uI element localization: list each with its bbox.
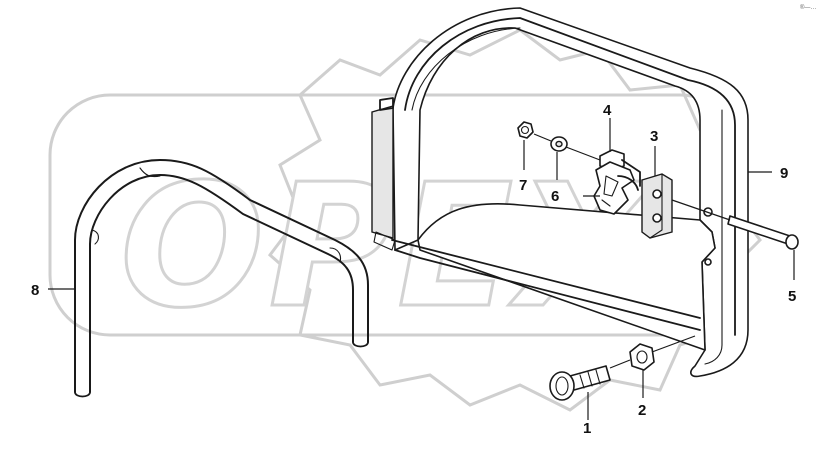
callout-8: 8 bbox=[31, 282, 39, 299]
callout-7: 7 bbox=[519, 177, 527, 194]
callout-2: 2 bbox=[638, 402, 646, 419]
callout-6: 6 bbox=[551, 188, 559, 205]
callout-5: 5 bbox=[788, 288, 796, 305]
callout-4: 4 bbox=[603, 102, 612, 119]
part-3-plate bbox=[641, 173, 673, 239]
assembly-axis-1-2 bbox=[609, 359, 631, 369]
callout-3: 3 bbox=[650, 128, 658, 145]
assembly-axis-7-6 bbox=[533, 133, 552, 142]
part-2-nut bbox=[629, 343, 655, 371]
callout-1: 1 bbox=[583, 420, 591, 437]
part-4-bracket bbox=[593, 149, 641, 215]
backrest-bar-outer bbox=[74, 159, 369, 393]
corner-mark: ®—… bbox=[800, 4, 816, 11]
part-9-seat-frame bbox=[371, 7, 749, 378]
seat-frame-shell bbox=[392, 7, 749, 378]
callout-9: 9 bbox=[780, 165, 788, 182]
assembly-axis-2-frame bbox=[651, 335, 696, 353]
part-5-bolt bbox=[727, 215, 799, 250]
seat-frame-hinge-block bbox=[371, 105, 394, 239]
part-7-nut bbox=[517, 121, 534, 139]
assembly-axis-3-5 bbox=[671, 199, 731, 221]
part-8-backrest-bar bbox=[74, 159, 369, 398]
part-6-washer bbox=[550, 136, 568, 152]
backrest-bar-inner bbox=[89, 174, 354, 393]
assembly-axis-6-4 bbox=[565, 146, 601, 161]
part-1-bolt bbox=[549, 365, 611, 401]
seat-frame-floor bbox=[417, 202, 716, 351]
